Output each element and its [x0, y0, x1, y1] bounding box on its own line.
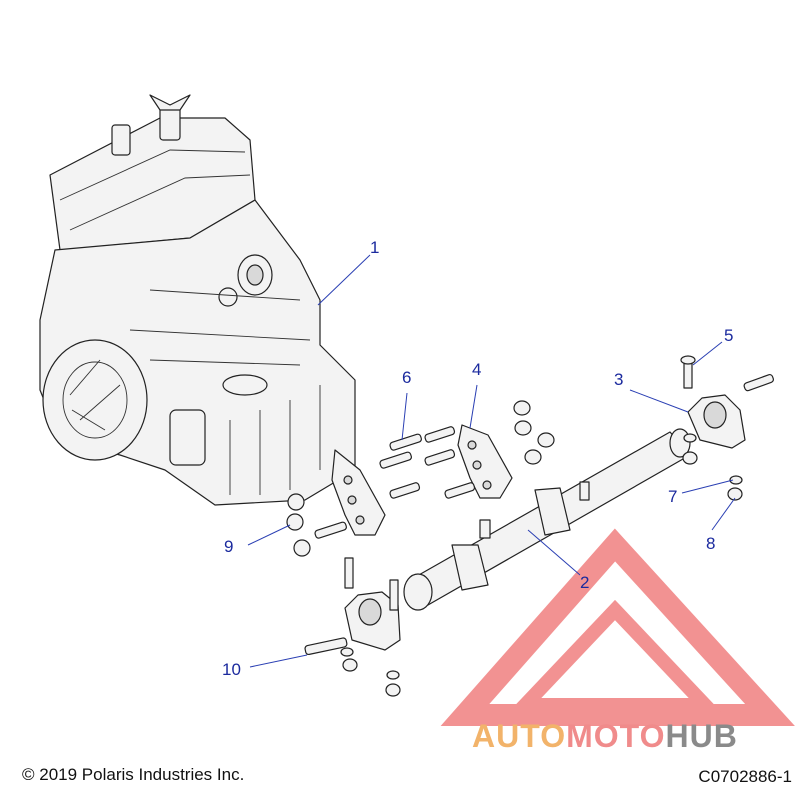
leader-5 [692, 341, 723, 366]
callout-2: 2 [580, 573, 590, 592]
engine-mount-bracket-right [457, 424, 513, 499]
leader-2 [527, 529, 581, 576]
leader-4 [469, 384, 478, 429]
callout-9: 9 [224, 537, 234, 556]
engine-mount-right [687, 373, 774, 449]
bushing-cluster-right [513, 400, 555, 465]
engine-mount-left [304, 557, 401, 697]
callout-10: 10 [222, 660, 241, 679]
bolt-set-center [314, 426, 476, 539]
callout-1: 1 [370, 238, 380, 257]
callout-4: 4 [472, 360, 482, 379]
engine-assembly [39, 94, 356, 506]
watermark-text: AUTOMOTOHUB [472, 718, 738, 755]
diagram-code: C0702886-1 [698, 767, 792, 786]
leader-8 [711, 497, 736, 531]
watermark-logo-triangle [440, 528, 795, 726]
leader-6 [401, 392, 408, 441]
watermark-hub: HUB [665, 718, 738, 754]
callout-3: 3 [614, 370, 624, 389]
copyright-text: © 2019 Polaris Industries Inc. [22, 765, 245, 784]
callout-5: 5 [724, 326, 734, 345]
washer-nut-set-right [682, 433, 743, 501]
leader-9 [247, 524, 291, 546]
watermark-moto: MOTO [566, 718, 666, 754]
engine-mount-bracket-left [331, 449, 386, 536]
callout-6: 6 [402, 368, 412, 387]
leader-7 [681, 479, 734, 494]
bolt-vertical-right [680, 355, 696, 389]
leader-10 [249, 654, 308, 668]
watermark-auto: AUTO [472, 718, 567, 754]
leader-lines [247, 254, 736, 668]
bushing-set-left [286, 493, 311, 557]
leader-1 [317, 254, 371, 306]
callout-8: 8 [706, 534, 716, 553]
callout-7: 7 [668, 487, 678, 506]
leader-3 [629, 389, 689, 413]
